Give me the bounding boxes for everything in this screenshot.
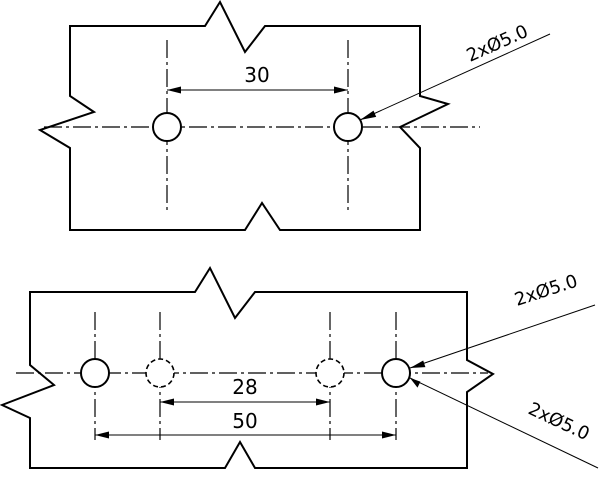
top-callout-label: 2xØ5.0 [463, 21, 531, 67]
bottom-upper-callout-arrow [410, 360, 426, 368]
bottom-inner-arrow-right [316, 398, 330, 406]
top-dimension-label: 30 [244, 63, 269, 87]
bottom-hole-hidden-left [145, 358, 175, 388]
bottom-upper-callout-leader [409, 304, 596, 369]
bottom-lower-callout-arrow [410, 378, 421, 388]
top-dimension-arrow-right [334, 86, 348, 94]
bottom-inner-arrow-left [160, 398, 174, 406]
top-hole-right [333, 112, 363, 142]
top-view: 30 2xØ5.0 [37, 0, 551, 231]
bottom-view: 28 50 2xØ5.0 2xØ5.0 [0, 265, 599, 469]
bottom-inner-dimension-label: 28 [232, 375, 257, 399]
bottom-lower-callout-leader [409, 377, 599, 469]
top-hole-left [152, 112, 182, 142]
top-dimension-arrow-left [167, 86, 181, 94]
bottom-hole-outer-left [80, 358, 110, 388]
bottom-part-outline [0, 265, 495, 469]
bottom-hole-hidden-right [315, 358, 345, 388]
bottom-outer-arrow-right [382, 431, 396, 439]
bottom-outer-arrow-left [95, 431, 109, 439]
bottom-upper-callout-label: 2xØ5.0 [512, 271, 580, 311]
top-part-outline [37, 0, 451, 231]
bottom-outer-dimension-label: 50 [232, 409, 257, 433]
top-callout-arrow [360, 110, 377, 120]
bottom-hole-outer-right [381, 358, 411, 388]
top-callout-leader [359, 33, 551, 121]
